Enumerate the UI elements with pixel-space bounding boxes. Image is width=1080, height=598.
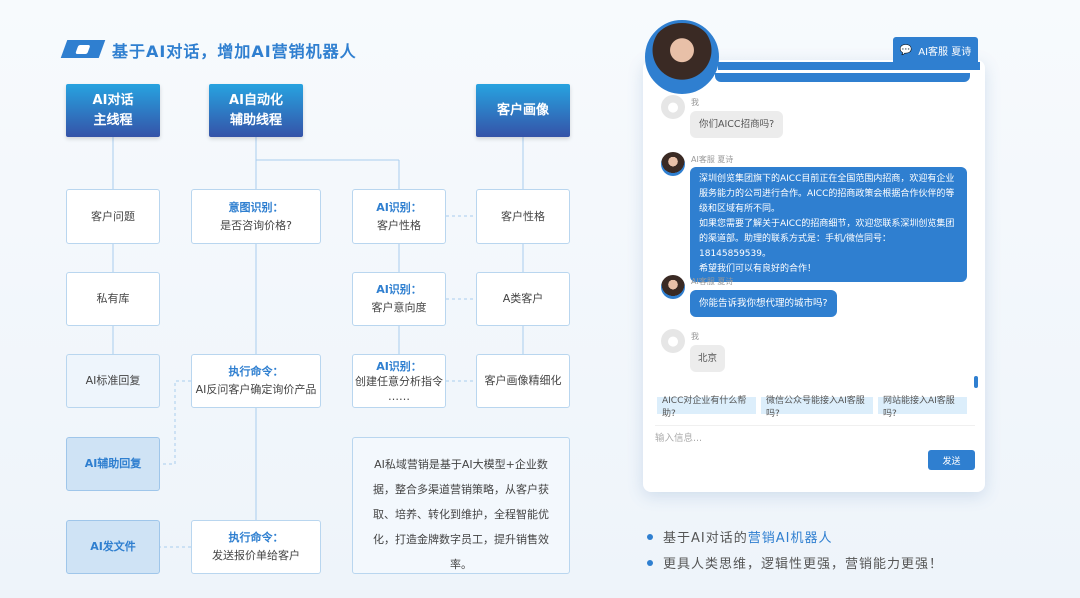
- bullet-2: 更具人类思维，逻辑性更强，营销能力更强！: [647, 553, 943, 572]
- suggestion-chip[interactable]: 微信公众号能接入AI客服吗?: [761, 396, 873, 419]
- chat-bubble-icon: 💬: [899, 44, 913, 56]
- page-title: 基于AI对话，增加AI营销机器人: [112, 42, 357, 61]
- message-user: 北京: [690, 345, 726, 372]
- description-box: AI私域营销是基于AI大模型+企业数据，整合多渠道营销策略，从客户获取、培养、转…: [352, 437, 570, 574]
- node-personality: 客户性格: [476, 189, 570, 244]
- node-ai-intent-level: AI识别：客户意向度: [352, 272, 446, 326]
- header-customer-profile: 客户画像: [476, 84, 570, 137]
- chat-header-bar-lower: [715, 73, 970, 82]
- suggestion-chip[interactable]: AICC对企业有什么帮助?: [657, 396, 756, 419]
- header-main-thread: AI对话主线程: [66, 84, 160, 137]
- message-user: 你们AICC招商吗?: [690, 111, 784, 138]
- node-ai-personality: AI识别：客户性格: [352, 189, 446, 244]
- flow-connectors: [112, 137, 524, 548]
- node-command-quote: 执行命令：发送报价单给客户: [191, 520, 321, 574]
- send-button[interactable]: 发送: [928, 450, 975, 470]
- ai-avatar: [661, 152, 685, 176]
- node-intent: 意图识别：是否咨询价格?: [191, 189, 321, 244]
- message-input[interactable]: 输入信息...: [655, 425, 975, 445]
- node-ai-custom: AI识别：创建任意分析指令……: [352, 354, 446, 408]
- agent-avatar: [645, 20, 719, 94]
- chat-header-bar: [718, 62, 980, 70]
- chat-agent-tab[interactable]: 💬AI客服 夏诗: [893, 37, 978, 63]
- user-avatar-icon: ●: [661, 95, 685, 119]
- node-private-library: 私有库: [66, 272, 160, 326]
- sender-ai: AI客服 夏诗: [691, 155, 734, 164]
- sender-me: 我: [691, 98, 699, 107]
- user-avatar-icon: ●: [661, 329, 685, 353]
- suggestion-chip[interactable]: 网站能接入AI客服吗?: [878, 396, 967, 419]
- header-auto-thread: AI自动化辅助线程: [209, 84, 303, 137]
- sender-me: 我: [691, 332, 699, 341]
- message-ai: 你能告诉我你想代理的城市吗?: [690, 290, 837, 317]
- node-customer-question: 客户问题: [66, 189, 160, 244]
- scrollbar[interactable]: [974, 376, 978, 388]
- sender-ai: AI客服 夏诗: [691, 277, 734, 286]
- ai-avatar: [661, 275, 685, 299]
- node-ai-standard-reply: AI标准回复: [66, 354, 160, 408]
- node-command-ask: 执行命令：AI反问客户确定询价产品: [191, 354, 321, 408]
- node-ai-send-file: AI发文件: [66, 520, 160, 574]
- node-ai-assist-reply: AI辅助回复: [66, 437, 160, 491]
- node-a-class: A类客户: [476, 272, 570, 326]
- node-profile-refine: 客户画像精细化: [476, 354, 570, 408]
- bullet-1: 基于AI对话的营销AI机器人: [647, 527, 832, 546]
- message-ai: 深圳创览集团旗下的AICC目前正在全国范围内招商，欢迎有企业服务能力的公司进行合…: [690, 167, 967, 282]
